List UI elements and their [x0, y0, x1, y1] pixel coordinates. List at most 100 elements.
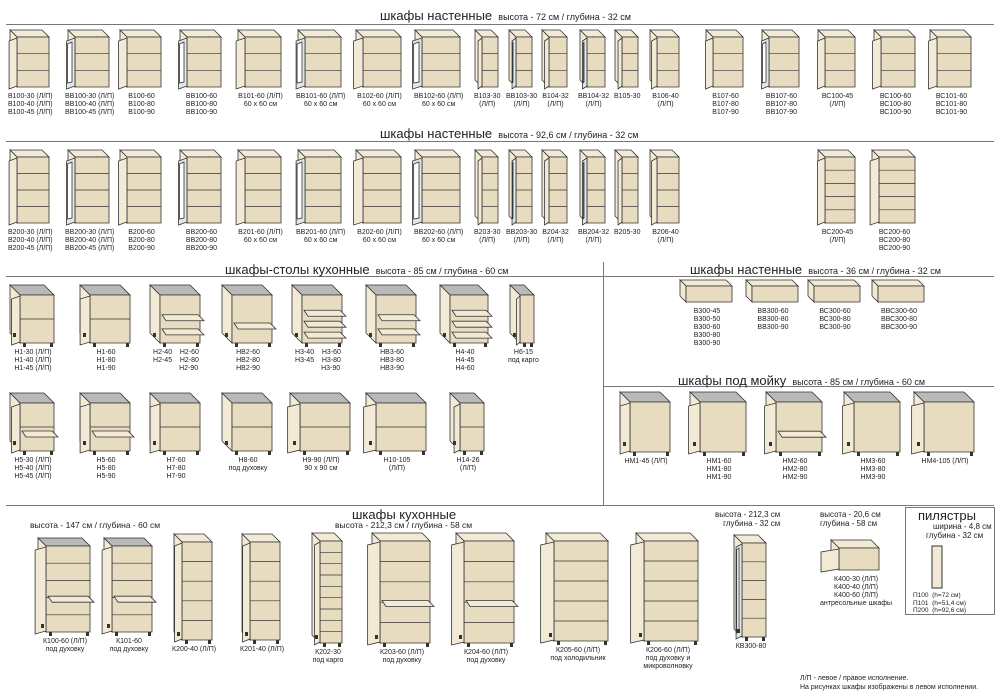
door-glass — [512, 41, 514, 84]
cabinet-door — [651, 157, 658, 226]
cabinet-leg — [83, 333, 86, 337]
cabinet-door — [453, 403, 461, 454]
cabinet-figure — [412, 29, 462, 90]
item-row1-10: В104-32 (Л/П) — [541, 29, 569, 109]
cabinet-leg — [379, 451, 382, 455]
cabinet-front — [838, 547, 880, 571]
cabinet-figure — [761, 29, 800, 90]
cabinet-door — [911, 402, 925, 455]
title-text: шкафы-столы кухонные — [225, 262, 370, 277]
cabinet-leg — [268, 343, 271, 347]
cabinet-door — [872, 37, 882, 90]
cabinet-front — [186, 36, 222, 88]
cabinet-door — [242, 542, 251, 643]
cabinet-figure — [118, 29, 162, 90]
section-title-wall36: шкафы настенные высота - 36 см / глубина… — [690, 262, 941, 277]
cabinet-figure — [449, 392, 485, 455]
cabinet-leg — [510, 642, 513, 647]
item-row1-7: ВВ102-60 (Л/П) 60 х 60 см — [412, 29, 463, 109]
cabinet-figure — [367, 531, 435, 647]
cabinet-top — [679, 279, 733, 287]
cabinet-door — [353, 37, 364, 90]
cabinet-leg — [623, 442, 626, 446]
cabinet-door — [101, 546, 113, 635]
cabinet-top — [371, 532, 431, 542]
cabinet-figure — [412, 149, 462, 226]
model-label: НМ1-45 (Л/П) — [624, 458, 668, 465]
cabinet-door — [79, 403, 91, 454]
cabinet-top — [414, 29, 462, 38]
drawer — [777, 430, 827, 438]
item-tall-6: К204-60 (Л/П) под духовку — [451, 531, 519, 665]
cabinet-figure — [869, 149, 916, 226]
model-label: В204-32 (Л/П) — [542, 229, 569, 244]
cabinet-leg — [769, 442, 772, 446]
door-glass — [67, 41, 73, 84]
item-row1-6: В102-60 (Л/П) 60 х 60 см — [353, 29, 403, 109]
item-tall-5: К203-60 (Л/П) под духовку — [367, 531, 435, 665]
cabinet-figure — [613, 149, 639, 226]
cabinet-leg — [177, 632, 181, 636]
item-row1-11: ВВ104-32 (Л/П) — [578, 29, 609, 109]
cabinet-figure — [541, 29, 568, 90]
cabinet-leg — [818, 452, 821, 456]
drawer — [451, 331, 493, 339]
cabinet-figure — [353, 29, 402, 90]
cabinet-front — [877, 285, 925, 303]
model-label: В100-60 В100-80 В100-90 — [128, 93, 155, 116]
cabinet-door — [688, 402, 701, 455]
pilasters-title: пилястры — [918, 508, 976, 523]
cabinet-front — [126, 36, 162, 88]
dims-text: высота - 92,6 см / глубина - 32 см — [498, 130, 639, 140]
title-text: шкафы настенные — [380, 8, 493, 23]
item-row2-11: ВВ204-32 (Л/П) — [578, 149, 609, 245]
model-label: Н7-60 Н7-80 Н7-90 — [166, 457, 186, 480]
model-label: К206-60 (Л/П) под духовку и микроволновк… — [643, 647, 693, 671]
cabinet-figure — [101, 536, 157, 636]
cabinet-figure — [221, 392, 273, 455]
cabinet-front — [181, 541, 213, 641]
cabinet-front — [379, 540, 431, 644]
footnote: Л/П - левое / правое исполнение. На рису… — [800, 675, 979, 691]
cabinet-leg — [480, 451, 483, 455]
cabinet-figure — [733, 534, 767, 642]
door-glass — [413, 41, 420, 84]
cabinet-front — [449, 294, 489, 344]
cabinet-figure — [508, 149, 534, 226]
model-label: Н2-40 Н2-60 Н2-45 Н2-80 Н2-90 — [153, 349, 199, 372]
cabinet-figure — [295, 29, 343, 90]
cabinet-door — [353, 157, 364, 226]
cabinet-figure — [745, 279, 799, 303]
pilasters-items: П100 (h=72 см) П101 (h=51,4 см) П200 (h=… — [913, 592, 967, 614]
dims-text: высота - 36 см / глубина - 32 см — [808, 266, 941, 276]
item-row2-14: ВС200-45 (Л/П) — [817, 149, 857, 245]
cabinet-door — [544, 37, 550, 90]
item-tall-7: К205-60 (Л/П) под холодильник — [540, 532, 610, 663]
cabinet-figure — [66, 149, 111, 226]
cabinet-front — [923, 401, 975, 453]
door-glass — [512, 161, 514, 220]
model-label: ВС100-45 (Л/П) — [821, 93, 854, 108]
cabinet-leg — [369, 333, 372, 337]
drawer — [303, 320, 347, 328]
model-label: В206-40 (Л/П) — [652, 229, 679, 244]
cabinet-door — [11, 403, 21, 454]
door-glass — [179, 41, 185, 84]
cabinet-leg — [453, 441, 456, 445]
cabinet-leg — [530, 343, 534, 347]
cabinet-figure — [764, 391, 827, 456]
cabinet-leg — [737, 629, 740, 634]
cabinet-leg — [523, 343, 527, 347]
cabinet-figure — [679, 279, 733, 303]
item-mezzanine: К400-30 (Л/П) К400-40 (Л/П) К400-60 (Л/П… — [820, 539, 892, 608]
model-label: ВВ200-60 ВВ200-80 ВВ200-90 — [185, 229, 218, 252]
cabinet-door — [477, 157, 483, 226]
drawer — [233, 322, 277, 330]
pilaster-figure — [931, 545, 943, 589]
item-row2-9: ВВ203-30 (Л/П) — [506, 149, 537, 245]
cabinet-figure — [9, 392, 59, 455]
model-label: НМ3-60 НМ3-80 НМ3-90 — [860, 458, 886, 481]
drawer — [21, 430, 59, 438]
cabinet-door — [118, 37, 128, 90]
cabinet-figure — [817, 149, 856, 226]
